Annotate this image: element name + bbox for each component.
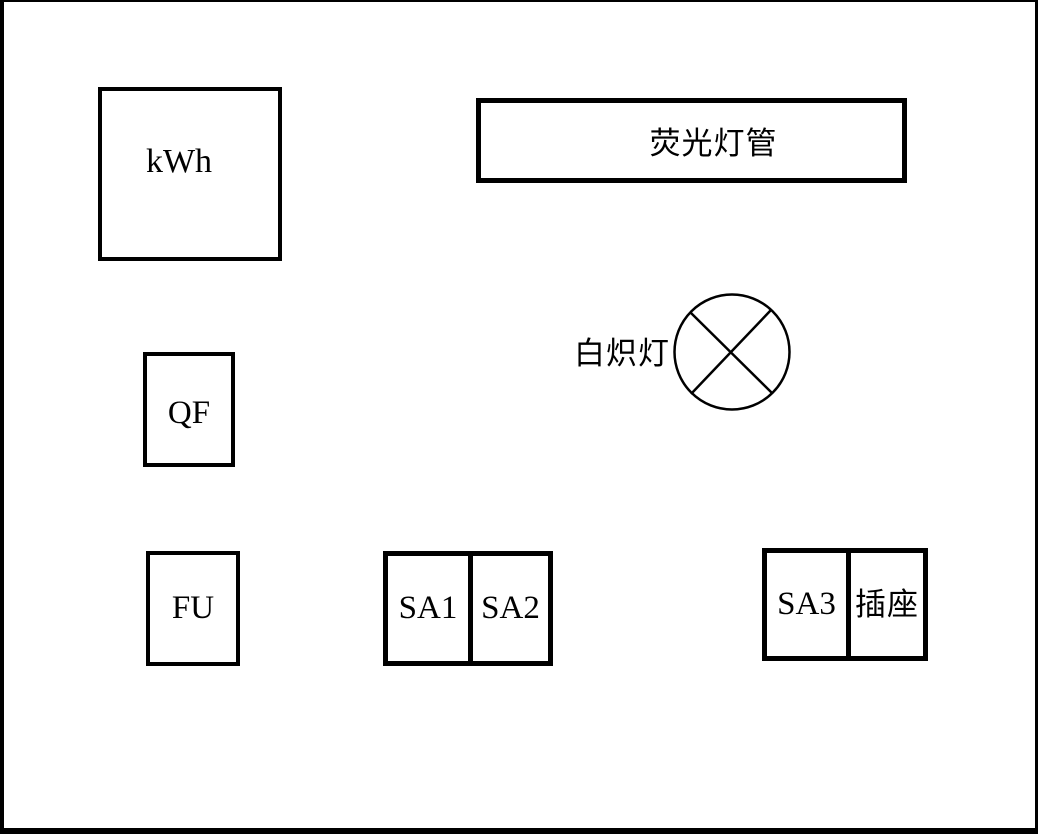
incandescent-lamp-label: 白炽灯: [574, 336, 670, 371]
switch-sa1-sa2-box: SA1 SA2: [383, 551, 553, 666]
fluorescent-tube-box: 荧光灯管: [476, 98, 907, 183]
fluorescent-tube-label: 荧光灯管: [649, 126, 778, 161]
breaker-qf-box: QF: [143, 352, 235, 467]
kwh-meter-box: kWh: [98, 87, 282, 261]
switch-sa1-label: SA1: [398, 590, 458, 626]
switch-sa2-label: SA2: [481, 590, 540, 626]
socket-cell: 插座: [851, 553, 923, 656]
fuse-fu-label: FU: [171, 590, 215, 626]
socket-label: 插座: [855, 587, 919, 622]
kwh-meter-label: kWh: [145, 143, 213, 180]
fuse-fu-box: FU: [146, 551, 240, 666]
switch-sa2-cell: SA2: [473, 556, 548, 661]
switch-sa1-cell: SA1: [388, 556, 473, 661]
breaker-qf-label: QF: [167, 395, 211, 431]
switch-sa3-socket-box: SA3 插座: [762, 548, 928, 661]
switch-sa3-cell: SA3: [767, 553, 851, 656]
switch-sa3-label: SA3: [777, 586, 836, 622]
lamp-circle-cross-icon: [673, 293, 791, 411]
